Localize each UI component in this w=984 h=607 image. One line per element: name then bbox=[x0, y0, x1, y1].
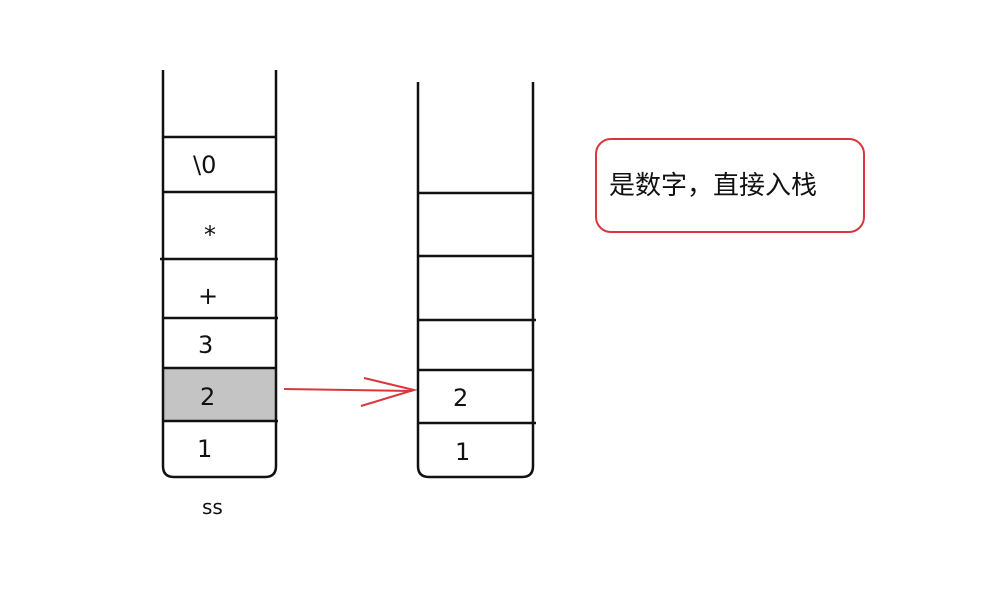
left-stack-outline bbox=[161, 70, 278, 479]
left-stack-cell: + bbox=[198, 282, 218, 310]
right-stack-cell: 2 bbox=[453, 384, 468, 412]
right-stack-cell: 1 bbox=[455, 438, 470, 466]
arrow-head bbox=[360, 377, 418, 407]
left-stack-cell: 2 bbox=[200, 383, 215, 411]
left-stack-cell: \0 bbox=[193, 151, 216, 179]
left-stack-cell: 3 bbox=[198, 331, 213, 359]
left-stack-cell: 1 bbox=[197, 435, 212, 463]
note-box bbox=[595, 138, 865, 233]
right-stack: 2 1 bbox=[416, 82, 536, 479]
left-stack: \0 * + 3 2 1 ss bbox=[160, 70, 278, 519]
left-stack-cell: * bbox=[204, 221, 216, 249]
left-stack-label: ss bbox=[202, 495, 223, 519]
note-text: 是数字，直接入栈 bbox=[609, 171, 817, 201]
arrow-shaft bbox=[283, 388, 413, 392]
right-stack-outline bbox=[416, 82, 535, 479]
push-arrow bbox=[283, 377, 418, 407]
note-callout: 是数字，直接入栈 bbox=[595, 138, 865, 233]
highlighted-cell bbox=[163, 368, 276, 421]
